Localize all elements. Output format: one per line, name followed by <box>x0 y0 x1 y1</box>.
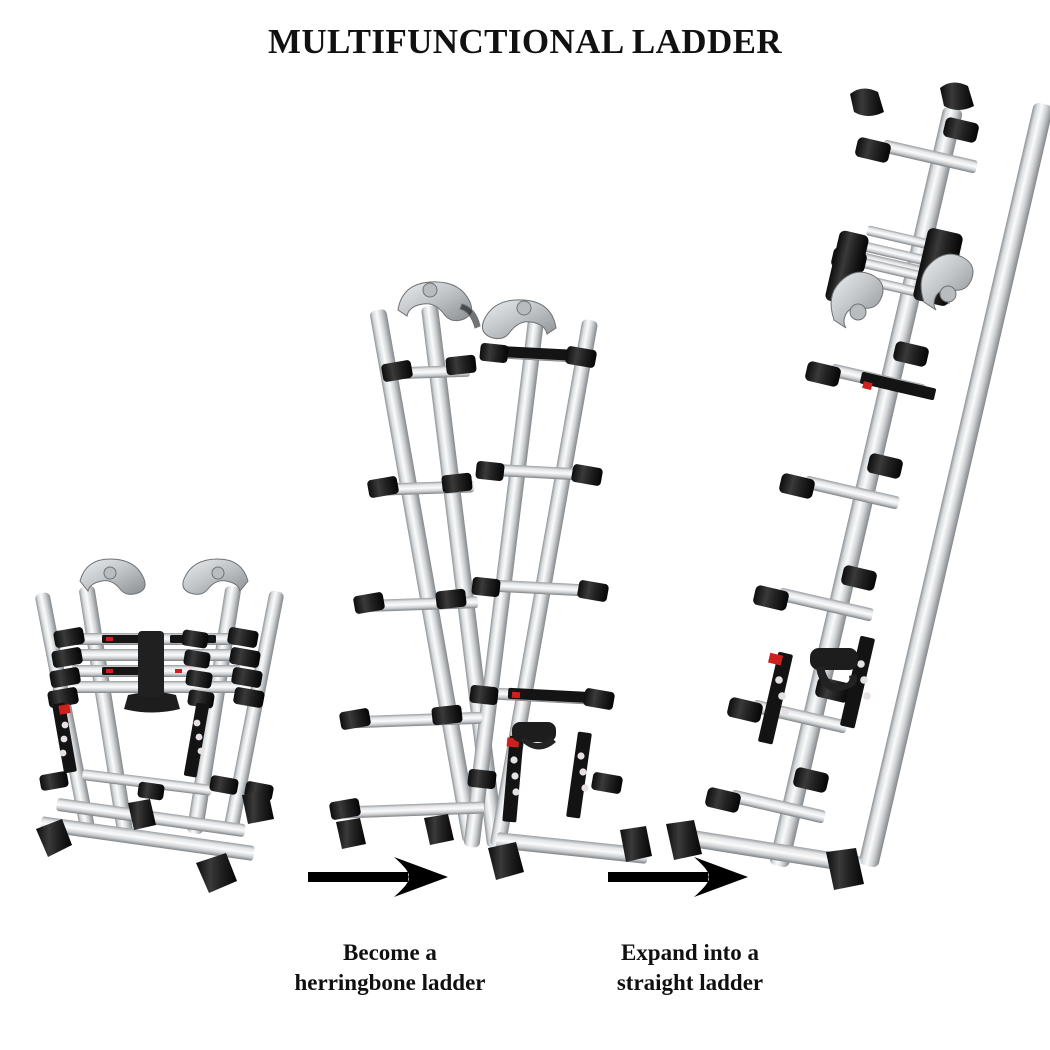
lock-collar-group <box>705 117 979 813</box>
caption-herringbone: Become a herringbone ladder <box>240 938 540 998</box>
stabilizer-bar-group <box>674 827 862 874</box>
product-image-folded-ladder <box>10 545 310 895</box>
carry-strap <box>810 648 858 692</box>
front-leg-group <box>35 586 133 838</box>
rear-leg-group <box>187 586 284 836</box>
warning-label-group <box>495 345 595 823</box>
lock-collar-group <box>329 342 623 820</box>
caption-straight-line2: straight ladder <box>616 970 764 995</box>
carry-handle <box>124 631 180 713</box>
carry-strap <box>512 722 556 750</box>
caption-straight-line1: Expand into a <box>620 940 760 965</box>
product-image-herringbone-ladder <box>320 270 670 895</box>
caption-straight: Expand into a straight ladder <box>565 938 815 998</box>
page-title: MULTIFUNCTIONAL LADDER <box>267 22 783 61</box>
transform-arrow-2 <box>608 855 748 899</box>
hinge-group <box>830 253 974 329</box>
arrow-right-icon <box>308 857 448 897</box>
hinge-group <box>397 281 557 340</box>
rubber-foot-group <box>666 820 864 890</box>
stabilizer-bar-group <box>495 832 649 864</box>
warning-label-group <box>52 702 210 778</box>
herringbone-ladder-svg <box>329 281 652 880</box>
caption-herringbone-line1: Become a <box>343 940 437 965</box>
hinge-group <box>79 558 249 595</box>
rubber-foot-group <box>336 814 652 880</box>
rubber-foot-group <box>36 791 274 893</box>
lock-collar-group <box>39 627 274 801</box>
warning-label-group <box>758 372 936 745</box>
arrow-right-icon <box>608 857 748 897</box>
product-image-straight-ladder <box>660 80 1050 895</box>
caption-herringbone-line2: herringbone ladder <box>294 970 486 995</box>
straight-ladder-svg <box>666 82 1050 890</box>
top-cap-group <box>850 82 974 116</box>
transform-arrow-1 <box>308 855 448 899</box>
folded-ladder-svg <box>35 558 284 893</box>
